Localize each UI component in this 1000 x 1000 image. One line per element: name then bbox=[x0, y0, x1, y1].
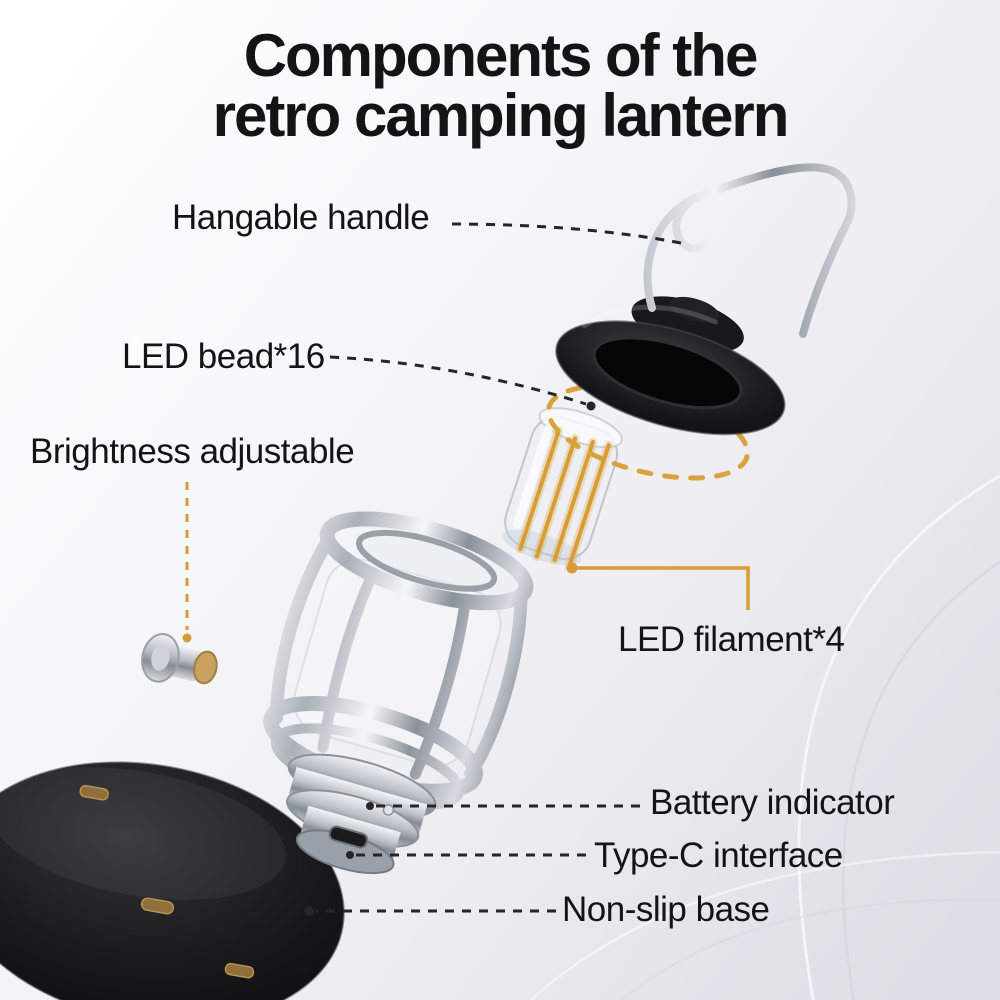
leader-led-bead bbox=[329, 355, 587, 406]
background-swoosh bbox=[529, 474, 1000, 1000]
led-filaments bbox=[515, 426, 614, 572]
label-brightness-adjustable: Brightness adjustable bbox=[30, 432, 355, 471]
base-ports bbox=[79, 784, 255, 979]
leader-lines bbox=[182, 222, 750, 916]
label-led-filament: LED filament*4 bbox=[618, 620, 845, 659]
lantern-handle bbox=[643, 163, 856, 338]
page-title-line2: retro camping lantern bbox=[212, 82, 790, 149]
brightness-knob bbox=[141, 633, 218, 685]
leader-led-filament bbox=[575, 566, 750, 610]
type-c-port bbox=[328, 825, 369, 849]
glass-tube bbox=[502, 407, 623, 572]
lantern-top-cap bbox=[555, 296, 786, 436]
leader-hangable-handle bbox=[451, 222, 687, 246]
page-title: Components of the retro camping lantern bbox=[0, 26, 1000, 146]
label-type-c-interface: Type-C interface bbox=[594, 836, 843, 875]
page-title-line1: Components of the bbox=[243, 22, 759, 89]
label-battery-indicator: Battery indicator bbox=[650, 783, 895, 822]
label-led-bead: LED bead*16 bbox=[122, 337, 325, 376]
lantern-base bbox=[0, 761, 345, 1000]
lantern-cage bbox=[263, 511, 534, 875]
label-hangable-handle: Hangable handle bbox=[172, 198, 430, 237]
label-non-slip-base: Non-slip base bbox=[562, 890, 770, 929]
battery-indicator-led bbox=[382, 804, 395, 816]
